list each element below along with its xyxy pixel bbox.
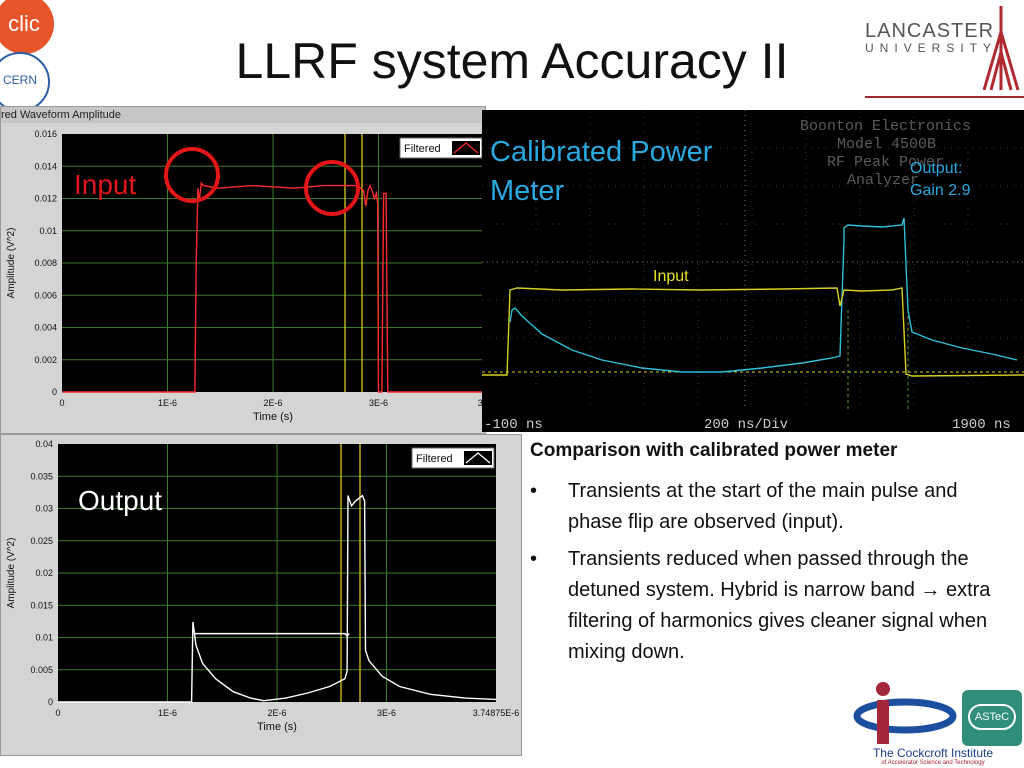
x-tick-label: 0 xyxy=(59,398,64,408)
y-tick-label: 0 xyxy=(48,697,53,707)
astec-logo-text: ASTeC xyxy=(968,704,1016,730)
clic-logo: clic xyxy=(0,0,54,54)
cockcroft-subtitle: of Accelerator Science and Technology xyxy=(881,760,985,766)
bullet-item-1: • Transients at the start of the main pu… xyxy=(530,476,1010,538)
input-chart: 0 0.002 0.004 0.006 0.008 0.01 0.012 0.014 0.016… xyxy=(6,129,484,423)
bullet-text-2b: extra filtering of harmonics gives clean… xyxy=(568,579,991,663)
bullet-text-2a: Transients reduced when passed through t… xyxy=(568,548,969,601)
highlight-circle xyxy=(164,147,220,203)
waveform-trace xyxy=(58,494,497,703)
output-chart: 0 0.005 0.01 0.015 0.02 0.025 0.03 0.035 0.04 0 1E… xyxy=(6,439,520,733)
scope-title-line1: Calibrated Power xyxy=(490,136,713,168)
comparison-heading: Comparison with calibrated power meter xyxy=(530,440,898,461)
cockcroft-bar-icon xyxy=(877,700,889,744)
astec-logo: ASTeC xyxy=(962,690,1022,746)
comparison-text: Comparison with calibrated power meter •… xyxy=(530,440,1010,674)
legend-line xyxy=(465,452,491,464)
y-tick-label: 0.012 xyxy=(34,194,57,204)
scope-title-line2: Meter xyxy=(490,175,564,207)
legend-label: Filtered xyxy=(416,453,453,465)
cockcroft-name: The Cockcroft Institute xyxy=(872,746,994,760)
legend-line xyxy=(453,142,479,154)
lancaster-line2: UNIVERSITY xyxy=(865,41,998,55)
clic-logo-text: clic xyxy=(8,11,40,36)
scope-model-desc: Analyzer xyxy=(847,172,919,189)
y-tick-label: 0.008 xyxy=(34,258,57,268)
waveform-trace xyxy=(193,632,350,638)
scope-model-desc: RF Peak Power xyxy=(827,154,944,171)
legend-swatch xyxy=(452,141,480,155)
scope-input-trace xyxy=(482,287,1024,377)
legend-label: Filtered xyxy=(404,143,441,155)
y-tick-label: 0.02 xyxy=(35,568,53,578)
scope-x-end: 1900 ns xyxy=(952,417,1011,432)
trace-annotation: Input xyxy=(74,169,136,200)
scope-x-div: 200 ns/Div xyxy=(704,417,788,432)
y-tick-label: 0.015 xyxy=(30,600,53,610)
x-axis-label: Time (s) xyxy=(257,721,297,733)
y-tick-label: 0.025 xyxy=(30,536,53,546)
input-window-label: red Waveform Amplitude xyxy=(1,107,485,123)
scope-brand: Boonton Electronics xyxy=(800,118,971,135)
header-rule xyxy=(865,96,1024,98)
y-tick-label: 0.002 xyxy=(34,355,57,365)
x-tick-label: 3.74875E-6 xyxy=(473,708,520,718)
page-title: LLRF system Accuracy II xyxy=(235,33,789,89)
y-axis-label: Amplitude (V^2) xyxy=(6,228,17,299)
bullet-item-2: • Transients reduced when passed through… xyxy=(530,544,1010,668)
trace-annotation: Output xyxy=(78,485,162,516)
y-axis-label: Amplitude (V^2) xyxy=(6,538,17,609)
x-tick-label: 3.7 xyxy=(478,398,484,408)
bullet-text-1: Transients at the start of the main puls… xyxy=(568,480,958,533)
y-tick-label: 0.01 xyxy=(35,633,53,643)
y-tick-label: 0.035 xyxy=(30,471,53,481)
lancaster-line1: LANCASTER xyxy=(865,20,995,42)
y-tick-label: 0 xyxy=(52,387,57,397)
x-tick-label: 2E-6 xyxy=(267,708,286,718)
cern-logo-text: CERN xyxy=(2,73,37,87)
x-axis-label: Time (s) xyxy=(253,411,293,423)
y-tick-label: 0.04 xyxy=(35,439,53,449)
scope-input-label: Input xyxy=(653,268,689,285)
x-tick-label: 3E-6 xyxy=(369,398,388,408)
x-tick-label: 3E-6 xyxy=(377,708,396,718)
scope-screen xyxy=(482,110,1024,432)
lancaster-crest-icon xyxy=(982,6,1020,91)
scope-output-trace xyxy=(509,217,1018,373)
scope-model: Model 4500B xyxy=(837,136,936,153)
bullet-marker: • xyxy=(530,480,538,502)
bullet-marker: • xyxy=(530,548,538,570)
y-tick-label: 0.016 xyxy=(34,129,57,139)
cockcroft-logo xyxy=(853,682,957,744)
y-tick-label: 0.004 xyxy=(34,323,57,333)
cockcroft-dot-icon xyxy=(876,682,890,696)
y-tick-label: 0.006 xyxy=(34,290,57,300)
x-tick-label: 0 xyxy=(55,708,60,718)
y-tick-label: 0.03 xyxy=(35,504,53,514)
scope-gain-label: Gain 2.9 xyxy=(910,182,971,199)
cockcroft-ring-icon xyxy=(853,698,957,734)
scope-output-label: Output: xyxy=(910,160,962,177)
x-tick-label: 1E-6 xyxy=(158,398,177,408)
y-tick-label: 0.01 xyxy=(39,226,57,236)
y-tick-label: 0.014 xyxy=(34,161,57,171)
highlight-circle xyxy=(304,160,360,216)
lancaster-logo: LANCASTER UNIVERSITY xyxy=(865,20,1000,60)
y-tick-label: 0.005 xyxy=(30,665,53,675)
x-tick-label: 1E-6 xyxy=(158,708,177,718)
scope-x-start: -100 ns xyxy=(484,417,543,432)
arrow-icon: → xyxy=(920,579,941,601)
legend-swatch xyxy=(464,451,492,465)
x-tick-label: 2E-6 xyxy=(263,398,282,408)
